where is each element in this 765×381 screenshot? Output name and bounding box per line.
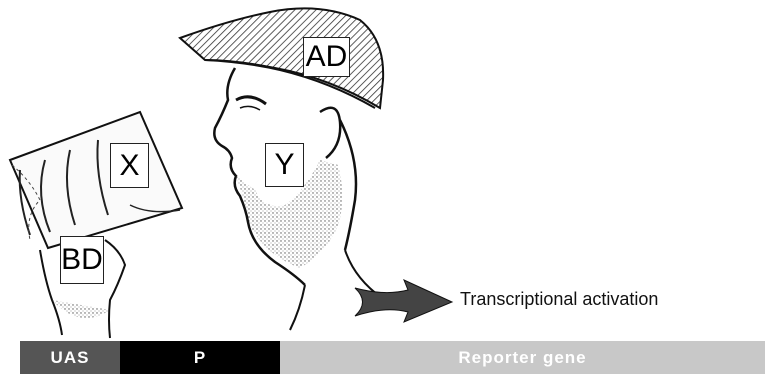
promoter-segment: P — [120, 341, 280, 374]
label-ad: AD — [303, 37, 350, 77]
gene-construct-bar: UAS P Reporter gene — [20, 341, 765, 374]
binoculars-drawing — [8, 110, 184, 250]
transcriptional-activation-caption: Transcriptional activation — [460, 289, 659, 309]
label-x: X — [110, 143, 149, 188]
activation-arrow — [354, 279, 454, 323]
reporter-gene-segment: Reporter gene — [280, 341, 765, 374]
label-bd: BD — [60, 236, 104, 284]
hand-drawing — [39, 239, 127, 339]
face-drawing — [213, 67, 386, 331]
uas-segment: UAS — [20, 341, 120, 374]
label-y: Y — [265, 143, 304, 187]
cap-drawing — [178, 7, 385, 110]
